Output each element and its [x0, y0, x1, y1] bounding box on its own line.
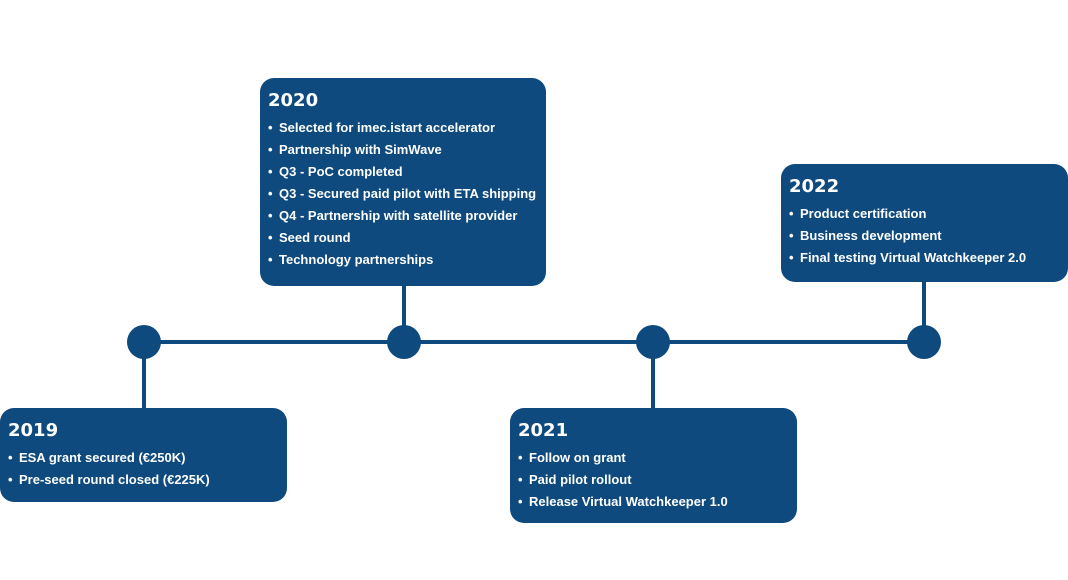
- connector-2020: [402, 284, 406, 342]
- timeline-node-2020: [387, 325, 421, 359]
- milestone-year: 2019: [8, 420, 59, 441]
- milestone-list: Selected for imec.istart accelerator Par…: [268, 117, 538, 271]
- milestone-item: Release Virtual Watchkeeper 1.0: [518, 491, 789, 513]
- milestone-item: Product certification: [789, 203, 1060, 225]
- timeline-axis: [144, 340, 925, 344]
- milestone-card-2022: 2022 Product certification Business deve…: [781, 164, 1068, 282]
- milestone-card-2021: 2021 Follow on grant Paid pilot rollout …: [510, 408, 797, 523]
- milestone-item: Paid pilot rollout: [518, 469, 789, 491]
- connector-2019: [142, 342, 146, 410]
- timeline-node-2022: [907, 325, 941, 359]
- connector-2022: [922, 280, 926, 342]
- milestone-item: Business development: [789, 225, 1060, 247]
- milestone-item: Q4 - Partnership with satellite provider: [268, 205, 538, 227]
- timeline-node-2021: [636, 325, 670, 359]
- milestone-item: ESA grant secured (€250K): [8, 447, 279, 469]
- milestone-card-2019: 2019 ESA grant secured (€250K) Pre-seed …: [0, 408, 287, 502]
- milestone-card-2020: 2020 Selected for imec.istart accelerato…: [260, 78, 546, 286]
- connector-2021: [651, 342, 655, 410]
- milestone-item: Q3 - PoC completed: [268, 161, 538, 183]
- milestone-item: Technology partnerships: [268, 249, 538, 271]
- milestone-year: 2022: [789, 176, 840, 197]
- milestone-item: Seed round: [268, 227, 538, 249]
- milestone-item: Selected for imec.istart accelerator: [268, 117, 538, 139]
- milestone-item: Follow on grant: [518, 447, 789, 469]
- timeline-node-2019: [127, 325, 161, 359]
- milestone-list: ESA grant secured (€250K) Pre-seed round…: [8, 447, 279, 491]
- milestone-year: 2020: [268, 90, 319, 111]
- milestone-item: Partnership with SimWave: [268, 139, 538, 161]
- milestone-item: Pre-seed round closed (€225K): [8, 469, 279, 491]
- milestone-list: Follow on grant Paid pilot rollout Relea…: [518, 447, 789, 513]
- milestone-item: Q3 - Secured paid pilot with ETA shippin…: [268, 183, 538, 205]
- milestone-year: 2021: [518, 420, 569, 441]
- milestone-list: Product certification Business developme…: [789, 203, 1060, 269]
- milestone-item: Final testing Virtual Watchkeeper 2.0: [789, 247, 1060, 269]
